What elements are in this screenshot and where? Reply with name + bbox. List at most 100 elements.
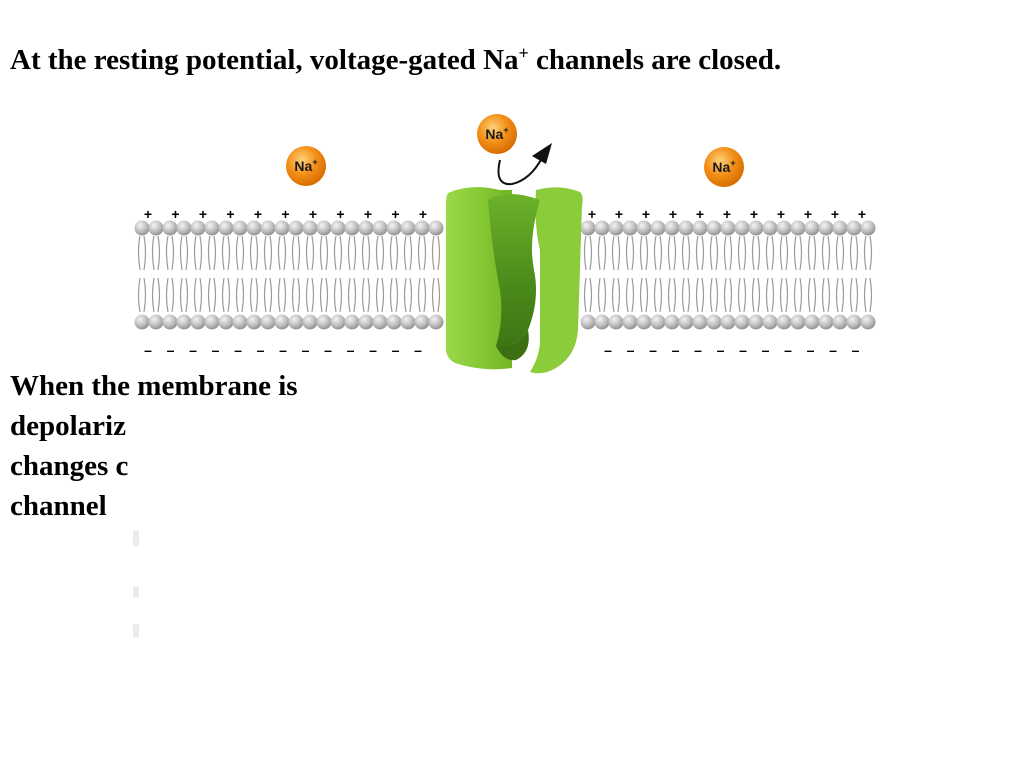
- minus-charge: –: [604, 342, 612, 358]
- ion-label: Na: [712, 159, 730, 175]
- lipid-head: [372, 220, 388, 236]
- lipid-head: [804, 314, 820, 330]
- lipid-tail: [165, 277, 175, 313]
- lipid-head: [302, 220, 318, 236]
- plus-charge: +: [226, 206, 234, 222]
- lipid-head: [344, 314, 360, 330]
- ion-label: Na: [485, 126, 503, 142]
- lipid-tail: [793, 277, 803, 313]
- lipid-head: [344, 220, 360, 236]
- svg-text:Na+: Na+: [485, 125, 508, 142]
- plus-charge: +: [615, 206, 623, 222]
- lipid-tail: [835, 277, 845, 313]
- lipid-head: [274, 314, 290, 330]
- lipid-tail: [291, 235, 301, 271]
- lipid-tail: [319, 277, 329, 313]
- minus-charge: –: [694, 342, 702, 358]
- lipid-tail: [807, 277, 817, 313]
- lipid-head: [636, 220, 652, 236]
- lipid-head: [232, 314, 248, 330]
- lipid-head: [608, 314, 624, 330]
- lipid-head: [330, 314, 346, 330]
- lipid-tail: [653, 277, 663, 313]
- body-line: changes c: [10, 450, 129, 482]
- plus-charge: +: [391, 206, 399, 222]
- lipid-head: [678, 220, 694, 236]
- lipid-head: [288, 220, 304, 236]
- minus-charge: –: [852, 342, 860, 358]
- lipid-head: [832, 220, 848, 236]
- lipid-tail: [709, 235, 719, 271]
- lipid-head: [762, 220, 778, 236]
- lipid-head: [400, 314, 416, 330]
- lipid-tail: [305, 235, 315, 271]
- lipid-tail: [193, 277, 203, 313]
- lipid-tail: [249, 235, 259, 271]
- lipid-head: [790, 220, 806, 236]
- lipid-head: [594, 220, 610, 236]
- lipid-tail: [863, 277, 873, 313]
- svg-text:Na+: Na+: [294, 157, 317, 174]
- plus-charge: +: [750, 206, 758, 222]
- minus-charge: –: [784, 342, 792, 358]
- lipid-head: [650, 314, 666, 330]
- lipid-head: [594, 314, 610, 330]
- lipid-tail: [151, 277, 161, 313]
- lipid-head: [832, 314, 848, 330]
- lipid-tail: [723, 277, 733, 313]
- lipid-head: [400, 220, 416, 236]
- lipid-tail: [849, 277, 859, 313]
- lipid-tail: [807, 235, 817, 271]
- lipid-tail: [417, 277, 427, 313]
- ion-sup: +: [503, 125, 508, 135]
- lipid-tail: [737, 277, 747, 313]
- positive-charges: ++++++++++++++++++++++: [144, 206, 866, 222]
- lipid-head: [330, 220, 346, 236]
- lipid-tail: [361, 277, 371, 313]
- lipid-head: [274, 220, 290, 236]
- body-line: When the membrane is: [10, 370, 298, 402]
- lipid-tail: [667, 277, 677, 313]
- lipid-head: [134, 314, 150, 330]
- lipid-head: [428, 314, 444, 330]
- ion-sup: +: [730, 158, 735, 168]
- svg-text:Na+: Na+: [712, 158, 735, 175]
- plus-charge: +: [144, 206, 152, 222]
- body-line: channel: [10, 490, 107, 522]
- lipid-tail: [695, 277, 705, 313]
- sodium-ion: Na+: [286, 146, 326, 186]
- heading-text: At the resting potential, voltage-gated …: [10, 44, 519, 76]
- lipid-head: [776, 220, 792, 236]
- lipid-tail: [751, 277, 761, 313]
- minus-charge: –: [347, 342, 355, 358]
- lipid-head: [162, 220, 178, 236]
- minus-charge: –: [212, 342, 220, 358]
- lipid-head: [134, 220, 150, 236]
- lipid-tail: [779, 235, 789, 271]
- lipid-tail: [179, 277, 189, 313]
- lipid-head: [846, 220, 862, 236]
- lipid-head: [664, 220, 680, 236]
- lipid-tail: [333, 277, 343, 313]
- lipid-tail: [639, 277, 649, 313]
- lipid-tail: [417, 235, 427, 271]
- minus-charge: –: [762, 342, 770, 358]
- lipid-tail: [361, 235, 371, 271]
- lipid-head: [316, 220, 332, 236]
- sodium-ion: Na+: [477, 114, 517, 154]
- minus-charge: –: [257, 342, 265, 358]
- slide-heading: At the resting potential, voltage-gated …: [10, 42, 781, 78]
- lipid-tail: [291, 277, 301, 313]
- plus-charge: +: [364, 206, 372, 222]
- faded-membrane-fragment: [133, 530, 139, 546]
- plus-charge: +: [669, 206, 677, 222]
- plus-charge: +: [858, 206, 866, 222]
- lipid-tail: [431, 235, 441, 271]
- lipid-head: [190, 220, 206, 236]
- lipid-head: [148, 314, 164, 330]
- minus-charge: –: [717, 342, 725, 358]
- lipid-tail: [765, 235, 775, 271]
- lipid-head: [358, 314, 374, 330]
- lipid-tail: [597, 277, 607, 313]
